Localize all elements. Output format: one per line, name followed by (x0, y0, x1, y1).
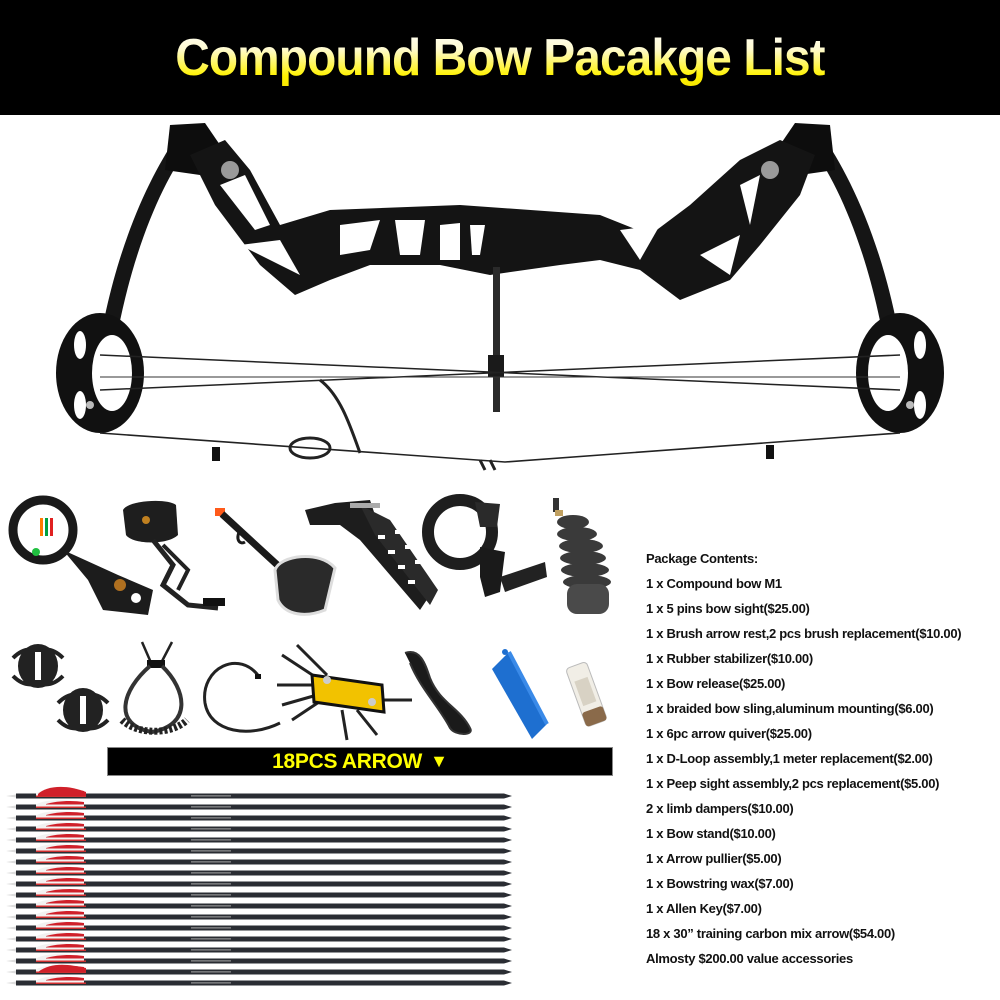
quiver-image (118, 490, 243, 618)
limb-dampers-image (8, 638, 113, 740)
d-loop-icon (203, 661, 281, 733)
list-item: 1 x Compound bow M1 (646, 576, 782, 591)
triangle-down-icon: ▼ (430, 751, 448, 771)
list-item: 1 x Arrow pullier($5.00) (646, 851, 782, 866)
d-loop-image (200, 648, 290, 738)
arrow-banner-label: 18PCS ARROW (272, 749, 423, 773)
package-contents-list: Package Contents: 1 x Compound bow M1 1 … (646, 546, 1000, 971)
list-item: 1 x Bowstring wax($7.00) (646, 876, 794, 891)
list-item: 1 x Bow release($25.00) (646, 676, 786, 691)
value-summary: Almosty $200.00 value accessories (646, 951, 853, 966)
arrows-icon (6, 786, 512, 986)
compound-bow-icon (56, 123, 944, 471)
arrow-puller-icon (492, 649, 549, 739)
bow-stand-image (300, 495, 440, 615)
bow-sight-icon (8, 495, 153, 615)
bow-release-icon (215, 508, 337, 616)
bow-sling-image (112, 640, 197, 740)
list-item: 18 x 30” training carbon mix arrow($54.0… (646, 926, 895, 941)
arrow-rest-icon (422, 494, 547, 597)
bow-sight-image (8, 490, 158, 615)
arrow-rest-image (422, 492, 550, 607)
bow-sling-icon (119, 641, 190, 735)
stabilizer-image (545, 498, 620, 616)
cord-image (400, 648, 485, 738)
bow-stand-icon (305, 500, 438, 610)
stabilizer-icon (553, 498, 611, 614)
list-item: 1 x Allen Key($7.00) (646, 901, 762, 916)
list-item: 1 x 6pc arrow quiver($25.00) (646, 726, 812, 741)
header-banner: Compound Bow Pacakge List (0, 0, 1000, 115)
bowstring-wax-image (560, 658, 615, 728)
allen-key-icon (277, 643, 412, 741)
list-item: 1 x Peep sight assembly,2 pcs replacemen… (646, 776, 940, 791)
arrows-image (6, 784, 516, 994)
list-item: 1 x D-Loop assembly,1 meter replacement(… (646, 751, 933, 766)
compound-bow-image (40, 115, 960, 480)
cord-icon (404, 651, 472, 735)
list-item: 1 x Bow stand($10.00) (646, 826, 776, 841)
bowstring-wax-icon (566, 662, 607, 727)
list-item: 1 x 5 pins bow sight($25.00) (646, 601, 810, 616)
limb-damper-icon (11, 644, 110, 732)
list-item: 1 x Rubber stabilizer($10.00) (646, 651, 813, 666)
arrow-puller-image (487, 644, 552, 739)
bow-release-image (210, 500, 345, 618)
contents-heading: Package Contents: (646, 551, 758, 566)
list-item: 1 x Brush arrow rest,2 pcs brush replace… (646, 626, 962, 641)
arrow-section-banner: 18PCS ARROW ▼ (107, 747, 613, 776)
allen-key-image (272, 640, 422, 741)
list-item: 1 x braided bow sling,aluminum mounting(… (646, 701, 934, 716)
quiver-icon (123, 500, 225, 611)
page-title: Compound Bow Pacakge List (175, 28, 825, 87)
list-item: 2 x limb dampers($10.00) (646, 801, 794, 816)
